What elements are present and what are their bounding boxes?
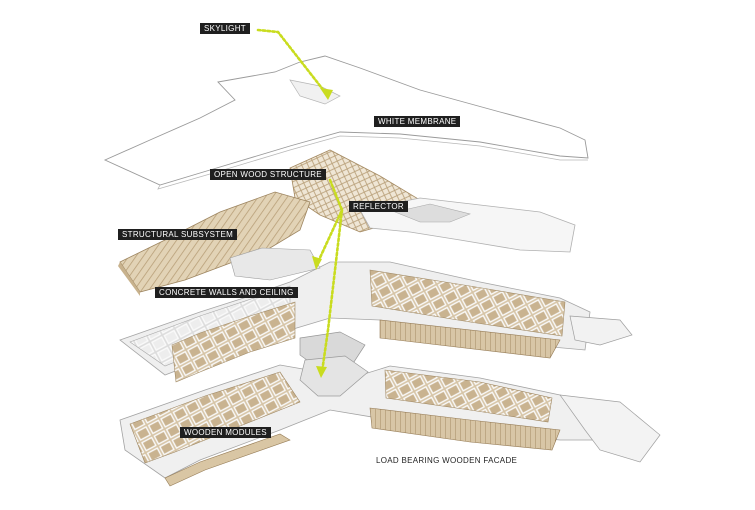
label-white-membrane: WHITE MEMBRANE [374, 116, 461, 127]
reflector-arrow-head [312, 256, 322, 270]
label-wooden-modules: WOODEN MODULES [180, 427, 271, 438]
label-reflector: REFLECTOR [349, 201, 409, 212]
label-load-bearing-wooden-facade: LOAD BEARING WOODEN FACADE [376, 456, 518, 465]
open-wood-structure-layer [289, 149, 576, 253]
wooden-modules-layer [119, 355, 661, 487]
label-structural-subsystem: STRUCTURAL SUBSYSTEM [118, 229, 238, 240]
label-concrete-walls-and-ceiling: CONCRETE WALLS AND CEILING [155, 287, 298, 298]
light-shaft-arrow [320, 208, 344, 374]
structural-subsystem-layer [118, 191, 311, 296]
white-membrane-layer [103, 55, 589, 190]
skylight-arrow-head [320, 88, 333, 100]
label-skylight: SKYLIGHT [200, 23, 250, 34]
concrete-walls-layer [119, 247, 633, 383]
skylight-arrow [256, 28, 330, 98]
light-path-arrows [256, 28, 344, 374]
arrow-heads [312, 88, 333, 378]
light-shaft-arrow-head [316, 366, 327, 378]
reflector-arrow [316, 178, 344, 264]
label-open-wood-structure: OPEN WOOD STRUCTURE [210, 169, 326, 180]
